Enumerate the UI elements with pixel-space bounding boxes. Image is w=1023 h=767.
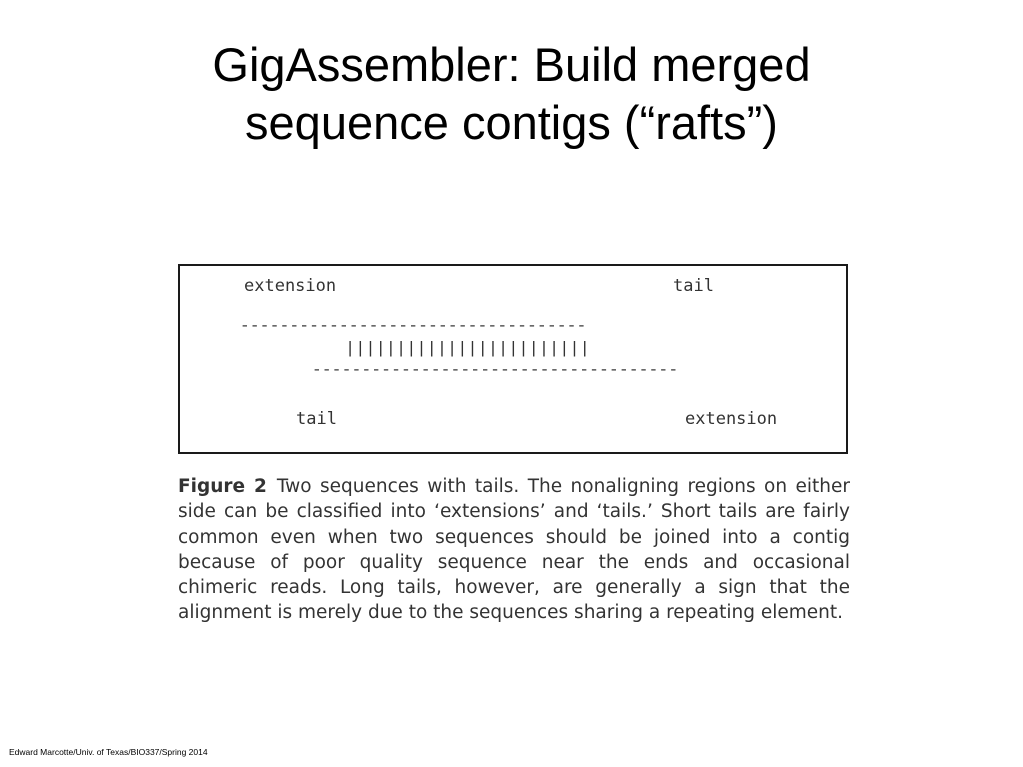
footer-credit: Edward Marcotte/Univ. of Texas/BIO337/Sp… [9, 747, 208, 757]
sequence-bottom-line: ------------------------------------- [312, 362, 679, 378]
figure-caption-label: Figure 2 [178, 476, 267, 497]
label-tail-bottom: tail [296, 409, 337, 429]
figure-caption-text: Two sequences with tails. The nonalignin… [178, 476, 850, 624]
figure-diagram-box: extension tail -------------------------… [178, 264, 848, 454]
sequence-top-line: ----------------------------------- [240, 318, 587, 334]
slide-title-line-1: GigAssembler: Build merged [212, 38, 811, 91]
label-tail-top: tail [673, 276, 714, 296]
label-extension-top: extension [244, 276, 337, 296]
slide-title-line-2: sequence contigs (“rafts”) [245, 96, 778, 149]
alignment-match-bars: |||||||||||||||||||||||| [345, 340, 590, 359]
slide-title: GigAssembler: Build merged sequence cont… [0, 36, 1023, 152]
label-extension-bottom: extension [685, 409, 778, 429]
